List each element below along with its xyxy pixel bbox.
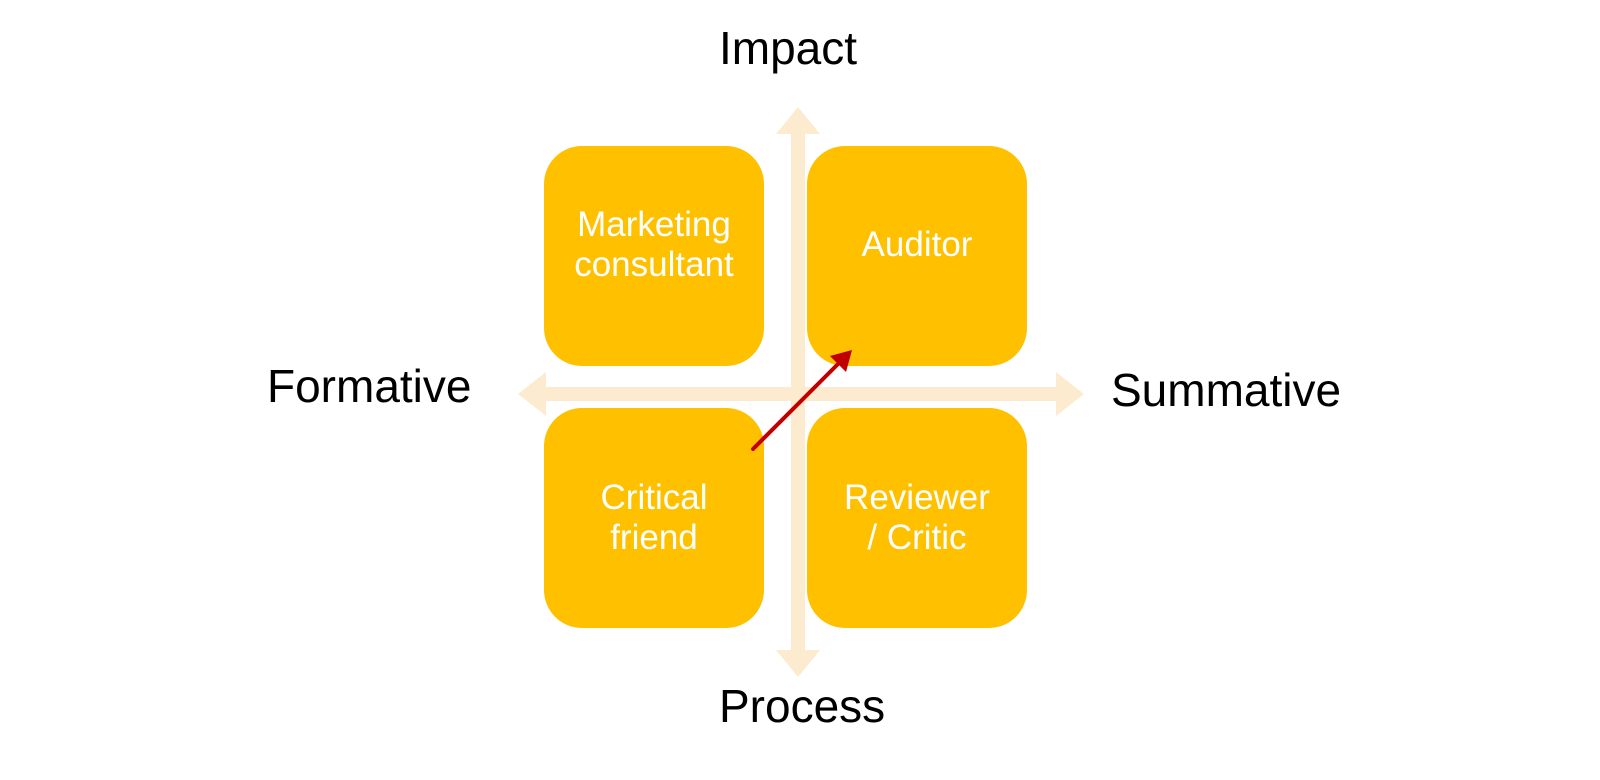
quadrant-label-line: Critical — [600, 478, 708, 517]
quadrant-critical-friend: Critical friend — [544, 408, 764, 628]
quadrant-reviewer-critic: Reviewer / Critic — [807, 408, 1027, 628]
quadrant-label-line: Marketing — [577, 205, 731, 244]
quadrant-label-line: consultant — [574, 245, 734, 284]
quadrant-auditor: Auditor — [807, 146, 1027, 366]
quadrant-marketing-consultant: Marketing consultant — [544, 146, 764, 366]
quadrant-label-line: friend — [610, 518, 698, 557]
axis-label-process: Process — [719, 680, 886, 732]
axis-label-summative: Summative — [1111, 364, 1342, 416]
axis-label-formative: Formative — [267, 360, 472, 412]
quadrant-label-line: Auditor — [861, 225, 973, 264]
quadrant-label-line: Reviewer — [844, 478, 990, 517]
axis-label-impact: Impact — [719, 22, 858, 74]
quadrant-label-line: / Critic — [867, 518, 967, 557]
